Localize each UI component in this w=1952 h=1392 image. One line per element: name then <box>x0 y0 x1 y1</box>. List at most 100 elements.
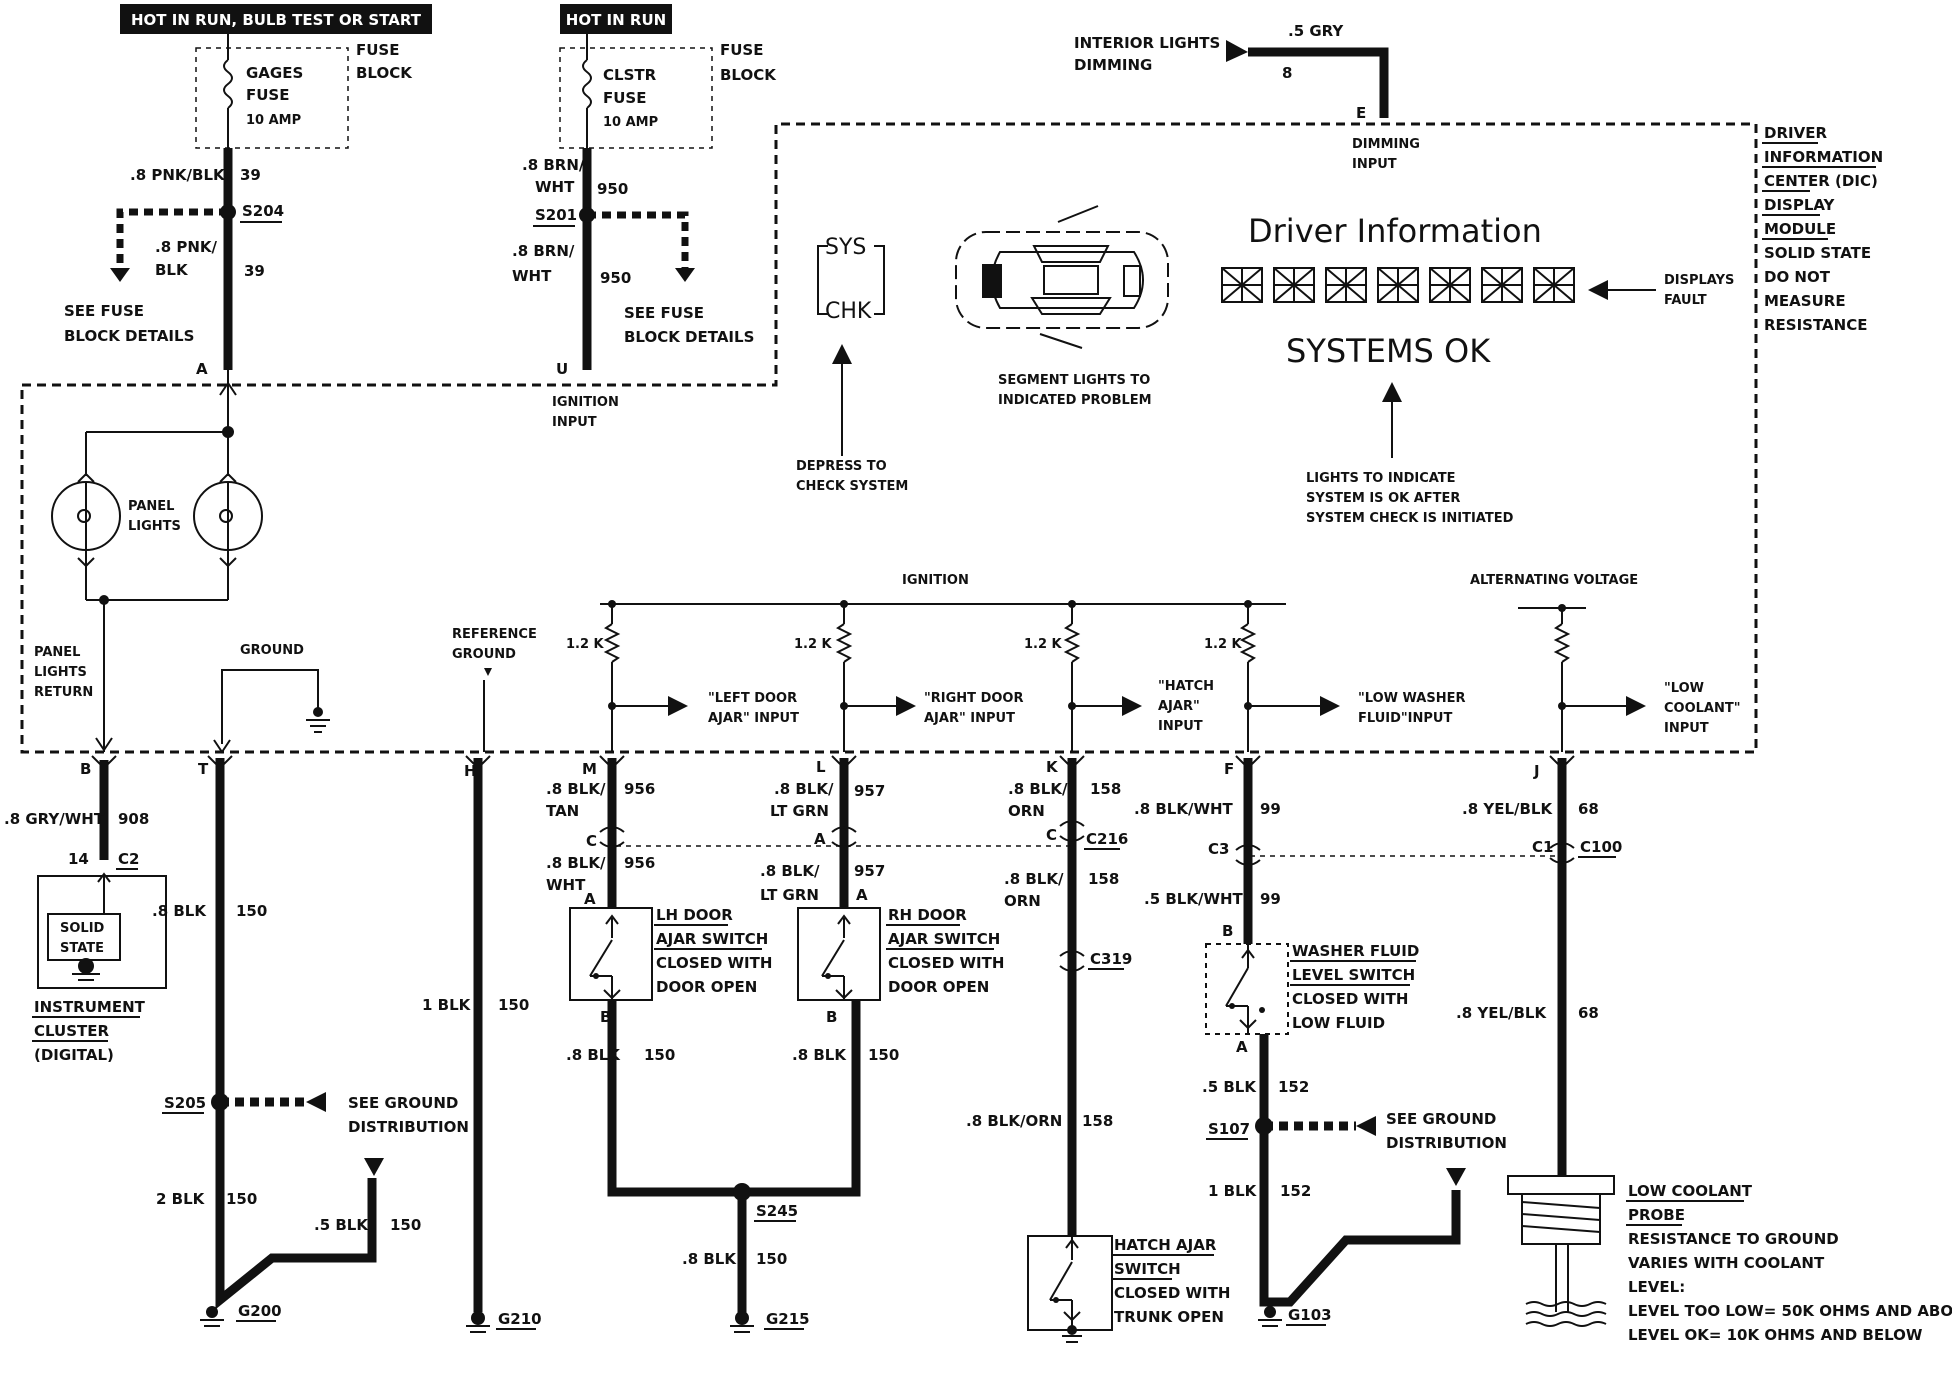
svg-text:1.2 K: 1.2 K <box>1024 637 1063 652</box>
svg-text:TAN: TAN <box>546 802 579 820</box>
column-j-low-coolant: .8 YEL/BLK 68 C1 C100 .8 YEL/BLK 68 LOW … <box>1456 755 1952 1344</box>
svg-text:"LOW: "LOW <box>1664 681 1704 696</box>
svg-text:.8 YEL/BLK: .8 YEL/BLK <box>1462 800 1553 818</box>
svg-text:TRUNK OPEN: TRUNK OPEN <box>1114 1308 1224 1326</box>
svg-text:B: B <box>1222 922 1233 940</box>
svg-text:"HATCH: "HATCH <box>1158 679 1214 694</box>
svg-text:G210: G210 <box>498 1310 542 1328</box>
svg-text:HATCH AJAR: HATCH AJAR <box>1114 1236 1217 1254</box>
svg-text:LEVEL:: LEVEL: <box>1628 1278 1685 1296</box>
svg-text:MEASURE: MEASURE <box>1764 292 1846 310</box>
svg-text:150: 150 <box>644 1046 675 1064</box>
svg-text:152: 152 <box>1278 1078 1309 1096</box>
svg-text:LOW FLUID: LOW FLUID <box>1292 1014 1385 1032</box>
svg-text:A: A <box>814 830 826 848</box>
svg-text:FLUID"INPUT: FLUID"INPUT <box>1358 711 1452 726</box>
svg-text:C319: C319 <box>1090 950 1132 968</box>
svg-text:RETURN: RETURN <box>34 685 93 700</box>
svg-text:PANEL: PANEL <box>128 499 174 514</box>
column-m-lh-door: .8 BLK/ TAN 956 C .8 BLK/ WHT 956 A B .8… <box>546 755 861 1197</box>
svg-text:908: 908 <box>118 810 149 828</box>
svg-text:68: 68 <box>1578 1004 1599 1022</box>
svg-text:L: L <box>816 758 826 776</box>
svg-text:GROUND: GROUND <box>240 643 304 658</box>
svg-text:956: 956 <box>624 780 655 798</box>
svg-text:1.2 K: 1.2 K <box>566 637 605 652</box>
gages-fuse: GAGES FUSE 10 AMP FUSE BLOCK <box>195 34 413 149</box>
svg-text:LIGHTS TO INDICATE: LIGHTS TO INDICATE <box>1306 471 1456 486</box>
svg-text:F: F <box>1224 760 1234 778</box>
svg-text:.8 BLK/: .8 BLK/ <box>760 862 820 880</box>
svg-text:G200: G200 <box>238 1302 282 1320</box>
svg-text:RESISTANCE: RESISTANCE <box>1764 316 1867 334</box>
svg-text:39: 39 <box>240 166 261 184</box>
svg-text:INDICATED PROBLEM: INDICATED PROBLEM <box>998 393 1152 408</box>
svg-text:BLOCK DETAILS: BLOCK DETAILS <box>624 328 754 346</box>
svg-text:WASHER FLUID: WASHER FLUID <box>1292 942 1419 960</box>
panel-lights: PANEL LIGHTS PANEL LIGHTS RETURN <box>34 370 263 752</box>
svg-text:VARIES WITH COOLANT: VARIES WITH COOLANT <box>1628 1254 1825 1272</box>
svg-text:.8 BLK/: .8 BLK/ <box>1004 870 1064 888</box>
svg-text:AJAR" INPUT: AJAR" INPUT <box>708 711 799 726</box>
svg-text:GROUND: GROUND <box>452 647 516 662</box>
svg-text:ORN: ORN <box>1008 802 1045 820</box>
svg-text:(DIGITAL): (DIGITAL) <box>34 1046 114 1064</box>
svg-text:A: A <box>584 890 596 908</box>
svg-text:CENTER (DIC): CENTER (DIC) <box>1764 172 1878 190</box>
svg-text:INPUT: INPUT <box>1664 721 1709 736</box>
svg-text:FUSE: FUSE <box>720 41 763 59</box>
svg-text:A: A <box>1236 1038 1248 1056</box>
svg-text:.8 BLK/WHT: .8 BLK/WHT <box>1134 800 1234 818</box>
header-hot-in-run: HOT IN RUN <box>560 4 672 34</box>
svg-text:SWITCH: SWITCH <box>1114 1260 1181 1278</box>
clstr-fuse: CLSTR FUSE 10 AMP FUSE BLOCK <box>559 34 777 149</box>
svg-text:DEPRESS TO: DEPRESS TO <box>796 459 887 474</box>
svg-text:M: M <box>582 760 597 778</box>
svg-text:GAGES: GAGES <box>246 64 303 82</box>
svg-text:AJAR SWITCH: AJAR SWITCH <box>888 930 1000 948</box>
header-hot-in-run-bulb-test: HOT IN RUN, BULB TEST OR START <box>120 4 432 34</box>
svg-text:ORN: ORN <box>1004 892 1041 910</box>
svg-text:SYSTEMS OK: SYSTEMS OK <box>1286 332 1491 370</box>
column-b-instrument-cluster: .8 GRY/WHT 908 14 C2 SOLID STATE INSTRUM… <box>4 755 167 1064</box>
column-l-rh-door: .8 BLK/ LT GRN 957 A .8 BLK/ LT GRN 957 … <box>682 755 1004 1333</box>
svg-text:B: B <box>600 1008 611 1026</box>
svg-text:CLUSTER: CLUSTER <box>34 1022 109 1040</box>
svg-text:.5 BLK/WHT: .5 BLK/WHT <box>1144 890 1244 908</box>
svg-text:SOLID: SOLID <box>60 921 105 936</box>
svg-text:.8 BRN/: .8 BRN/ <box>522 156 585 174</box>
svg-text:DOOR OPEN: DOOR OPEN <box>888 978 989 996</box>
sense-inputs: 1.2 K "LEFT DOOR AJAR" INPUT 1.2 K "RIGH… <box>566 600 1741 752</box>
svg-text:1 BLK: 1 BLK <box>1208 1182 1258 1200</box>
svg-text:LOW COOLANT: LOW COOLANT <box>1628 1182 1753 1200</box>
svg-text:150: 150 <box>868 1046 899 1064</box>
svg-text:SYSTEM CHECK IS INITIATED: SYSTEM CHECK IS INITIATED <box>1306 511 1514 526</box>
svg-text:HOT IN RUN, BULB TEST OR START: HOT IN RUN, BULB TEST OR START <box>131 11 422 29</box>
svg-text:8: 8 <box>1282 64 1292 82</box>
svg-text:PROBE: PROBE <box>1628 1206 1685 1224</box>
svg-text:150: 150 <box>390 1216 421 1234</box>
svg-text:158: 158 <box>1088 870 1119 888</box>
svg-text:SEE FUSE: SEE FUSE <box>64 302 144 320</box>
svg-text:DISTRIBUTION: DISTRIBUTION <box>1386 1134 1507 1152</box>
svg-text:68: 68 <box>1578 800 1599 818</box>
svg-text:.8 YEL/BLK: .8 YEL/BLK <box>1456 1004 1547 1022</box>
svg-text:CLOSED WITH: CLOSED WITH <box>656 954 772 972</box>
svg-text:C1: C1 <box>1532 838 1553 856</box>
svg-text:CLOSED WITH: CLOSED WITH <box>1114 1284 1230 1302</box>
reference-ground: REFERENCE GROUND <box>452 627 537 752</box>
svg-text:.5 GRY: .5 GRY <box>1288 22 1344 40</box>
column-h-ground-g210: 1 BLK 150 G210 <box>422 755 542 1333</box>
svg-text:.8 PNK/: .8 PNK/ <box>155 238 218 256</box>
svg-text:SOLID STATE: SOLID STATE <box>1764 244 1871 262</box>
svg-text:LH DOOR: LH DOOR <box>656 906 733 924</box>
svg-text:AJAR": AJAR" <box>1158 699 1200 714</box>
svg-text:150: 150 <box>498 996 529 1014</box>
svg-text:CHK: CHK <box>825 299 872 324</box>
svg-text:"LOW WASHER: "LOW WASHER <box>1358 691 1465 706</box>
svg-text:LT GRN: LT GRN <box>760 886 819 904</box>
svg-text:INTERIOR LIGHTS: INTERIOR LIGHTS <box>1074 34 1220 52</box>
svg-text:RH DOOR: RH DOOR <box>888 906 967 924</box>
svg-text:C: C <box>586 832 597 850</box>
